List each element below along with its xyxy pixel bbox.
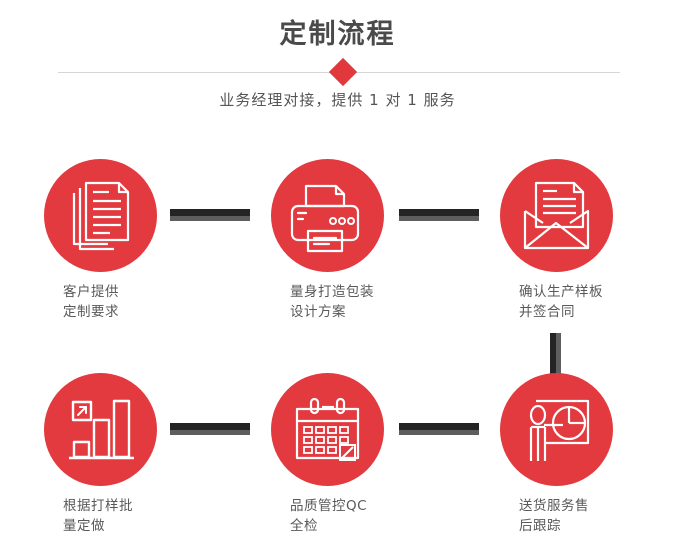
process-step-4[interactable]: 根据打样批 量定做 (25, 373, 175, 543)
connector-bar-light (399, 430, 479, 435)
step-icon-circle (44, 159, 157, 272)
process-step-6[interactable]: 送货服务售 后跟踪 (481, 373, 631, 543)
step-label: 客户提供 定制要求 (63, 284, 119, 320)
process-step-5[interactable]: 品质管控QC 全检 (252, 373, 402, 543)
step-label: 根据打样批 量定做 (63, 498, 133, 534)
connector-step1-step2 (170, 209, 250, 221)
step-icon-circle (500, 159, 613, 272)
step-icon-circle (271, 373, 384, 486)
header: 定制流程 业务经理对接，提供 1 对 1 服务 (0, 0, 675, 130)
step-icon-circle (500, 373, 613, 486)
connector-bar-dark (399, 209, 479, 216)
connector-bar-light (399, 216, 479, 221)
connector-bar-dark (170, 423, 250, 430)
process-step-3[interactable]: 确认生产样板 并签合同 (481, 159, 631, 329)
connector-step4-step5 (170, 423, 250, 435)
connector-bar-dark (399, 423, 479, 430)
envelope-document-icon (523, 181, 590, 250)
connector-bar-light (556, 333, 561, 374)
connector-bar-dark (170, 209, 250, 216)
connector-bar-dark (550, 333, 556, 374)
calendar-check-icon (295, 397, 360, 461)
step-label: 量身打造包装 设计方案 (290, 284, 374, 320)
bar-chart-growth-icon (69, 399, 134, 460)
step-label: 品质管控QC 全检 (290, 498, 368, 534)
connector-step5-step6 (399, 423, 479, 435)
connector-bar-light (170, 216, 250, 221)
connector-step2-step3 (399, 209, 479, 221)
connector-step3-step4 (550, 333, 561, 374)
step-label: 送货服务售 后跟踪 (519, 498, 589, 534)
process-step-1[interactable]: 客户提供 定制要求 (25, 159, 175, 329)
step-label: 确认生产样板 并签合同 (519, 284, 603, 320)
step-icon-circle (271, 159, 384, 272)
printer-icon (290, 184, 360, 253)
process-step-2[interactable]: 量身打造包装 设计方案 (252, 159, 402, 329)
step-icon-circle (44, 373, 157, 486)
title-divider (58, 57, 620, 87)
page-title: 定制流程 (279, 19, 396, 50)
presenter-pie-chart-icon (529, 399, 590, 461)
connector-bar-light (170, 430, 250, 435)
documents-icon (72, 181, 130, 251)
page-subtitle: 业务经理对接，提供 1 对 1 服务 (219, 91, 456, 109)
